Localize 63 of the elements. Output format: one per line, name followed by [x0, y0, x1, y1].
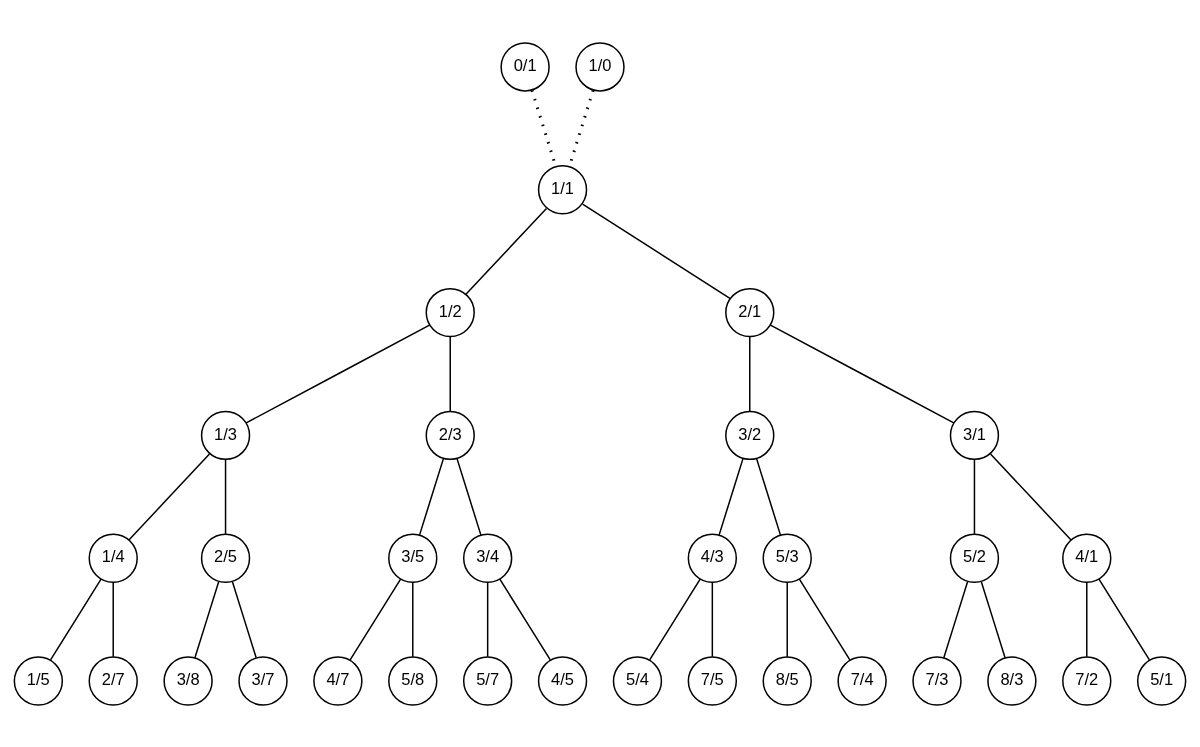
- node-circle: 5/7: [462, 655, 513, 706]
- node-circle: 3/7: [238, 655, 288, 706]
- node-circle: 7/4: [837, 655, 887, 706]
- connector: [755, 457, 782, 536]
- connector: [648, 577, 702, 661]
- node-circle: 2/3: [425, 410, 475, 460]
- node-circle: 4/3: [687, 533, 738, 583]
- node-circle: 7/2: [1062, 655, 1112, 706]
- node-circle: 8/5: [762, 655, 812, 706]
- node-circle: 1/2: [425, 287, 475, 337]
- node-circle: 1/1: [537, 164, 588, 214]
- connector: [943, 580, 969, 658]
- connector: [798, 577, 851, 661]
- node-circle: 0/1: [500, 41, 550, 92]
- node-circle: 5/3: [762, 533, 812, 583]
- node-circle: 2/5: [200, 533, 251, 583]
- node-circle: 4/1: [1062, 533, 1112, 583]
- node-circle: 3/1: [949, 410, 1000, 460]
- node-circle: 5/1: [1136, 655, 1187, 706]
- connector: [465, 207, 548, 295]
- node-circle: 5/2: [949, 533, 1000, 583]
- connector: [749, 335, 751, 412]
- node-circle: 2/7: [88, 655, 138, 706]
- connector: [456, 457, 482, 536]
- connector: [128, 452, 211, 541]
- node-circle: 3/5: [388, 533, 438, 583]
- connector: [718, 457, 744, 536]
- node-circle: 1/5: [13, 655, 64, 706]
- connector: [769, 323, 955, 424]
- connector: [786, 581, 788, 657]
- connector: [231, 580, 257, 658]
- node-circle: 1/4: [88, 533, 138, 583]
- node-circle: 3/2: [725, 410, 775, 460]
- connector: [486, 581, 489, 657]
- connector: [112, 581, 114, 657]
- connector: [1086, 581, 1088, 657]
- node-circle: 5/4: [612, 655, 663, 706]
- connector: [418, 457, 445, 536]
- node-circle: 4/7: [313, 655, 363, 706]
- node-circle: 3/8: [163, 655, 213, 706]
- connector: [449, 335, 451, 412]
- connector: [49, 577, 102, 661]
- connector: [194, 580, 220, 658]
- node-circle: 1/3: [200, 410, 251, 460]
- connector: [989, 452, 1072, 541]
- node-circle: 7/5: [687, 655, 738, 706]
- connector: [973, 458, 976, 535]
- node-circle: 3/4: [462, 533, 513, 583]
- node-circle: 7/3: [912, 655, 962, 706]
- connector: [412, 581, 414, 657]
- node-circle: 2/1: [725, 287, 775, 337]
- node-circle: 4/5: [537, 655, 588, 706]
- connector: [349, 577, 402, 661]
- connector: [1098, 577, 1151, 661]
- connector: [980, 580, 1006, 658]
- connector: [498, 577, 552, 661]
- connector: [581, 202, 731, 299]
- node-circle: 5/8: [388, 655, 438, 706]
- node-circle: 1/0: [575, 41, 625, 92]
- connector: [224, 458, 227, 535]
- connector: [245, 323, 431, 424]
- node-circle: 8/3: [987, 655, 1037, 706]
- connector: [711, 581, 714, 657]
